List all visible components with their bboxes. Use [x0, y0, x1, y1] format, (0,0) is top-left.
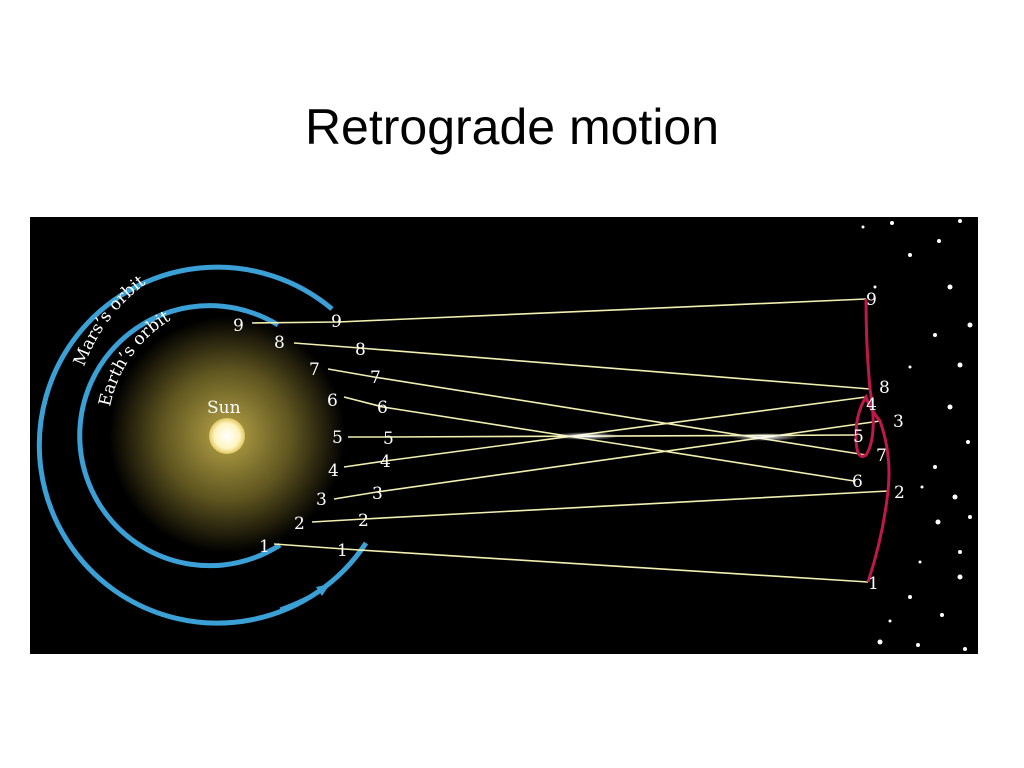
- sight-lines: [251, 298, 889, 583]
- earth-position-7: 7: [309, 360, 320, 380]
- apparent-position-9: 9: [866, 290, 877, 310]
- apparent-position-4: 4: [866, 395, 877, 415]
- mars-orbit: [36, 264, 369, 626]
- sight-line-2: [311, 490, 889, 523]
- sight-line-8: [293, 342, 871, 390]
- sun-label: Sun: [207, 398, 241, 418]
- mars-position-2: 2: [358, 511, 369, 531]
- apparent-position-2: 2: [894, 483, 905, 503]
- sight-line-6: [343, 396, 855, 482]
- mars-position-3: 3: [372, 484, 383, 504]
- earth-position-2: 2: [294, 514, 305, 534]
- sight-line-5: [348, 434, 857, 438]
- apparent-position-5: 5: [853, 427, 864, 447]
- apparent-position-3: 3: [893, 412, 904, 432]
- sight-line-4: [343, 396, 867, 468]
- earth-position-8: 8: [274, 333, 285, 353]
- mars-position-1: 1: [337, 541, 348, 561]
- mars-position-9: 9: [331, 312, 342, 332]
- mars-position-labels: 1 2 3 4 5 6 7 8 9: [331, 312, 394, 561]
- sight-line-1: [273, 543, 869, 583]
- mars-position-7: 7: [370, 368, 381, 388]
- diagram-canvas: Mars’s orbit Earth’s orbit Sun 1 2 3 4 5…: [30, 217, 978, 654]
- apparent-position-6: 6: [852, 472, 863, 492]
- sight-line-9: [251, 298, 867, 324]
- retrograde-diagram: Mars’s orbit Earth’s orbit Sun 1 2 3 4 5…: [30, 217, 978, 654]
- earth-position-labels: 1 2 3 4 5 6 7 8 9: [233, 316, 343, 557]
- mars-position-5: 5: [383, 429, 394, 449]
- earth-orbit: [77, 303, 282, 569]
- crossing-glow-2: [731, 433, 799, 441]
- earth-position-4: 4: [328, 461, 339, 481]
- sight-line-7: [327, 368, 867, 456]
- earth-position-9: 9: [233, 316, 244, 336]
- earth-position-3: 3: [316, 490, 327, 510]
- mars-position-6: 6: [377, 398, 388, 418]
- earth-position-5: 5: [332, 428, 343, 448]
- apparent-position-1: 1: [868, 574, 879, 594]
- mars-position-4: 4: [380, 452, 391, 472]
- apparent-position-8: 8: [879, 378, 890, 398]
- mars-apparent-path: [854, 298, 891, 583]
- earth-position-6: 6: [327, 391, 338, 411]
- crossing-glow-1: [552, 432, 620, 440]
- earth-position-1: 1: [259, 537, 270, 557]
- star-field: [861, 219, 973, 651]
- slide-title: Retrograde motion: [304, 99, 720, 155]
- mars-position-8: 8: [355, 340, 366, 360]
- arrowhead-icon: [316, 584, 330, 596]
- apparent-position-labels: 1 2 3 4 5 6 7 8 9: [852, 290, 905, 594]
- apparent-position-7: 7: [876, 446, 887, 466]
- sun: [209, 418, 245, 454]
- sight-line-3: [333, 420, 881, 500]
